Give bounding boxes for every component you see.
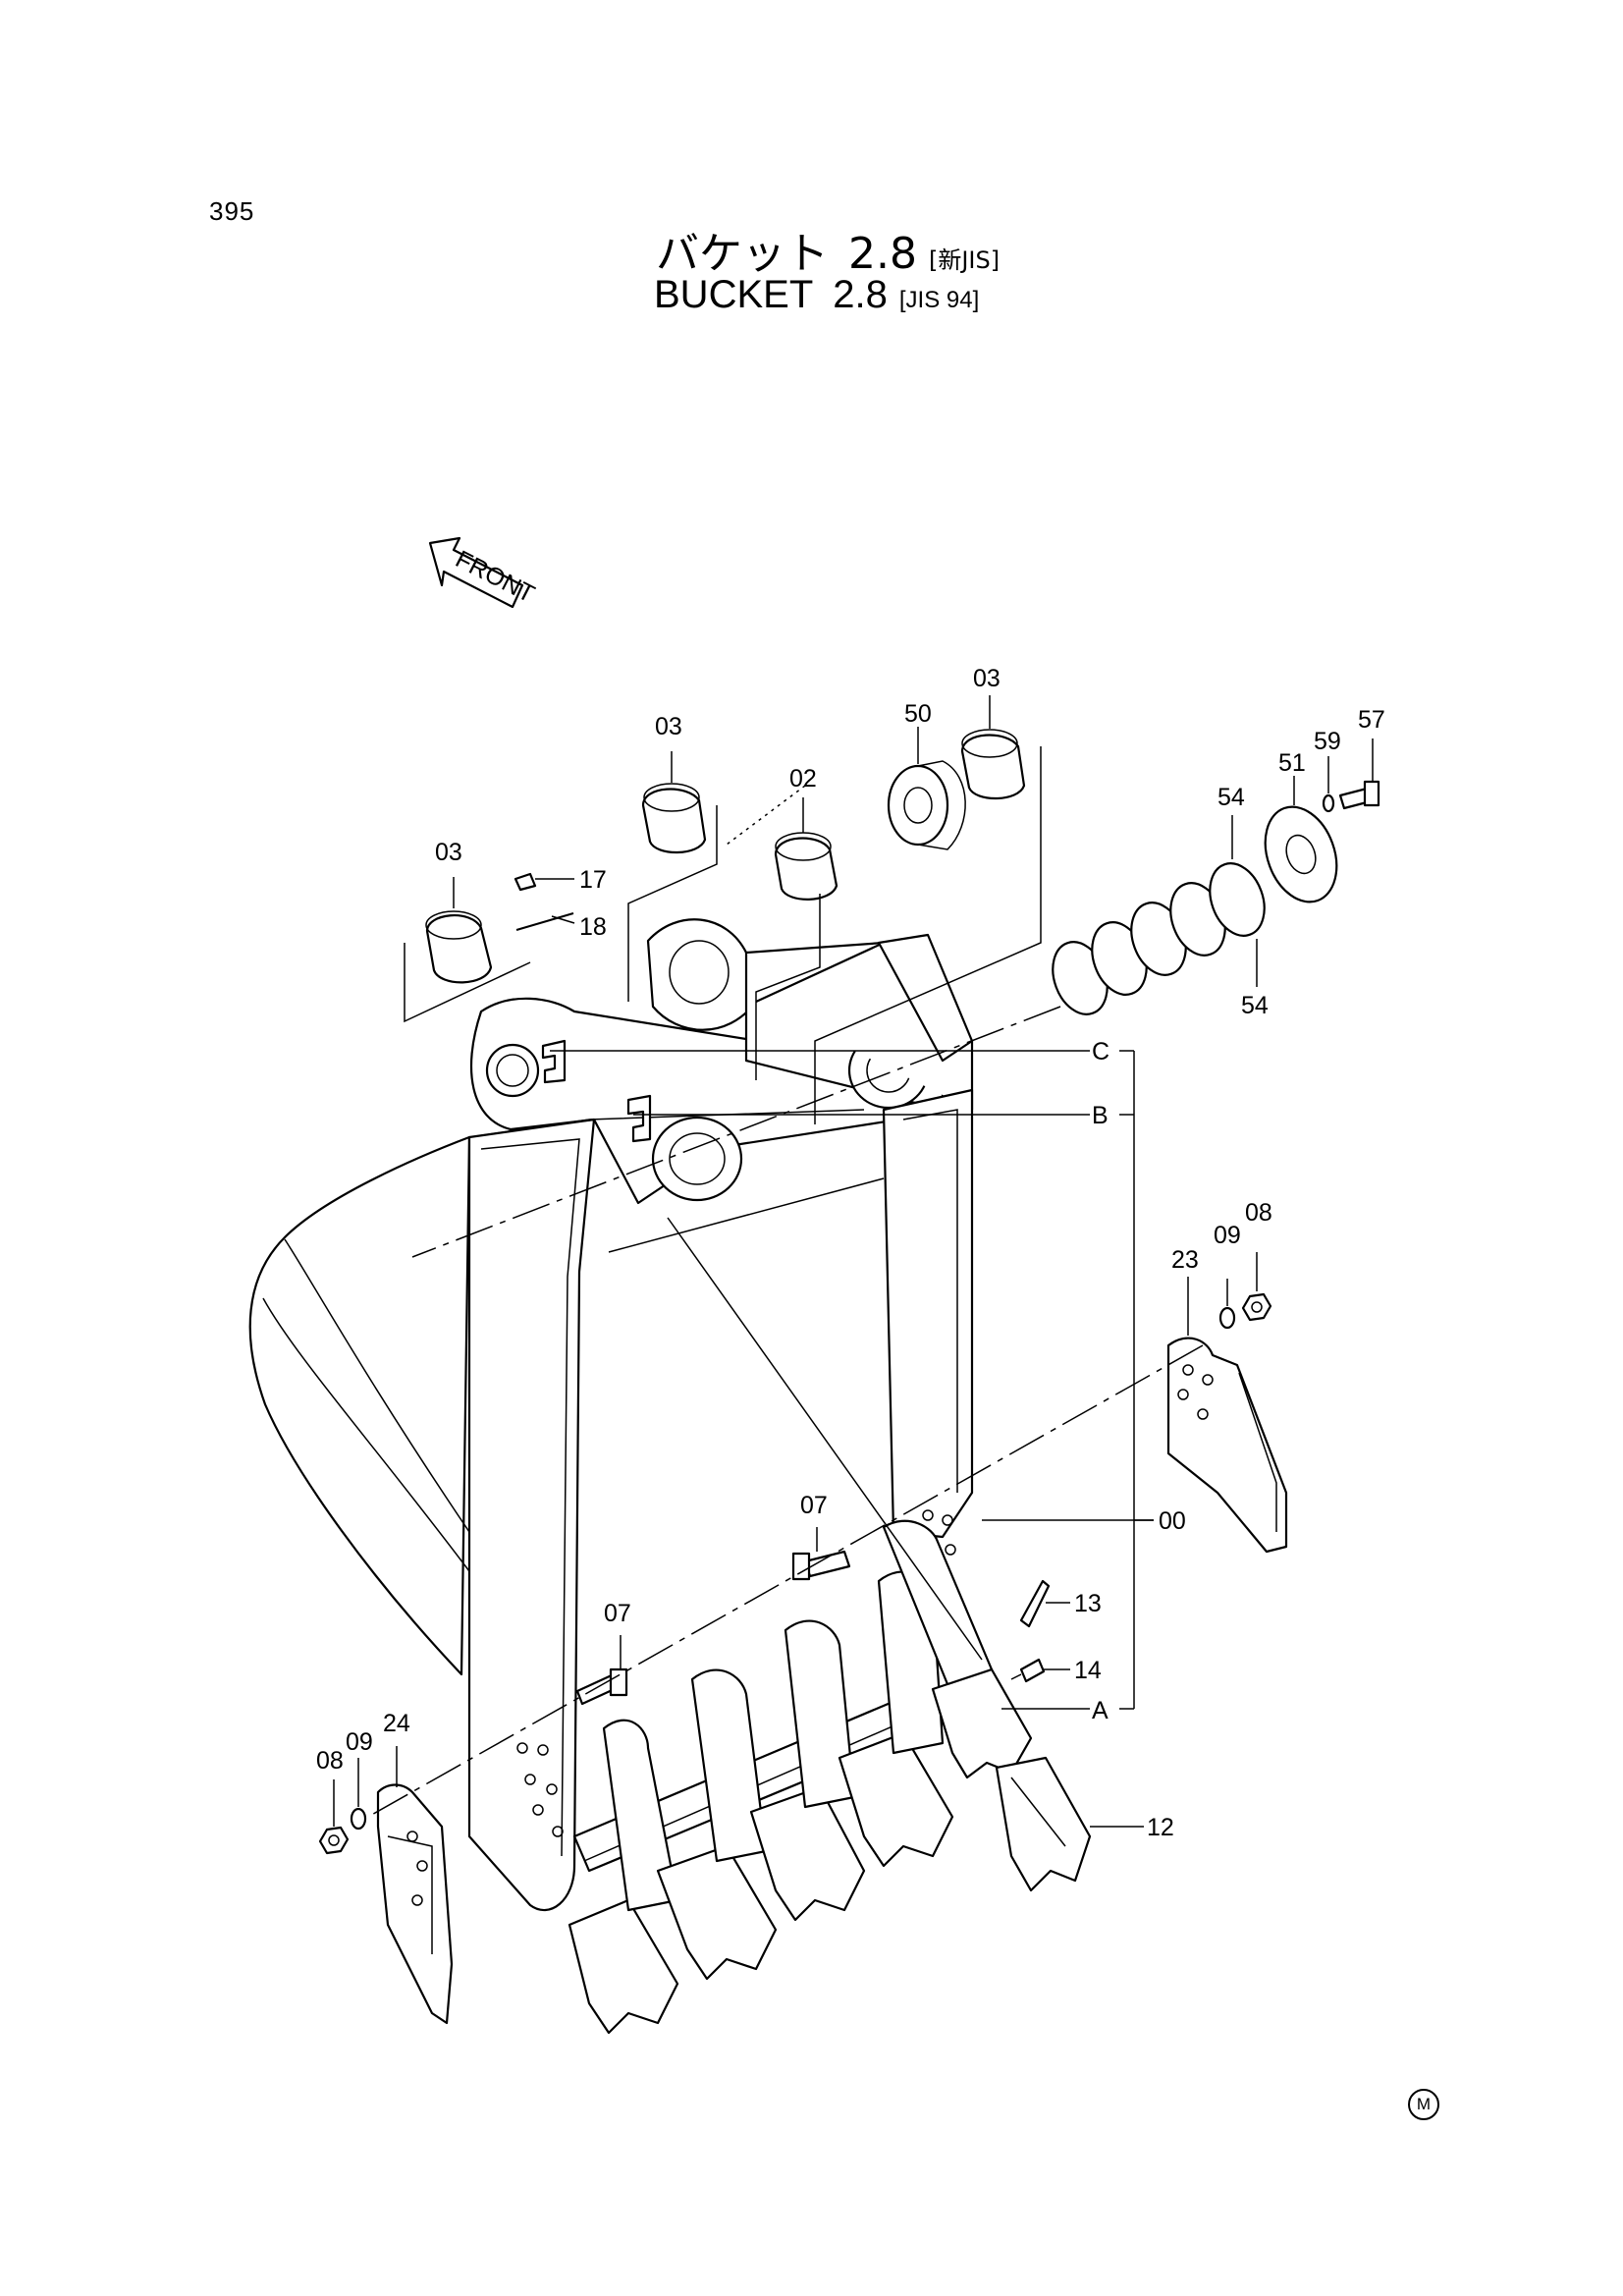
pin-17 (514, 872, 537, 892)
shims-54 (1052, 862, 1266, 1015)
callout-08-left: 08 (316, 1747, 344, 1775)
callout-23: 23 (1171, 1246, 1199, 1274)
title-jp-size: 2.8 (848, 229, 917, 279)
callout-07-left: 07 (604, 1600, 631, 1627)
callout-54-bottom: 54 (1241, 992, 1269, 1019)
title-en-size: 2.8 (833, 273, 888, 316)
callout-14: 14 (1074, 1657, 1102, 1684)
bucket-body (248, 918, 974, 1912)
manufacturer-mark: M (1408, 2089, 1439, 2120)
callout-24: 24 (383, 1710, 410, 1737)
side-cutter-left (376, 1783, 454, 2025)
callout-12: 12 (1147, 1814, 1174, 1841)
title-en-standard: [JIS 94] (898, 287, 980, 313)
tooth-pin-and-lock (1010, 1579, 1051, 1683)
title-japanese: バケット 2.8 [新JIS] (656, 218, 1000, 281)
callout-07-right: 07 (800, 1492, 828, 1519)
bucket-teeth (568, 1519, 1092, 2035)
callout-51: 51 (1278, 749, 1306, 777)
bushing-02 (774, 832, 839, 901)
leader-lines (333, 695, 1374, 1828)
callout-57: 57 (1358, 706, 1385, 734)
washer-59 (1322, 793, 1335, 813)
callout-59: 59 (1314, 728, 1341, 755)
bolt-07-right (791, 1550, 851, 1581)
title-en-name: BUCKET (654, 273, 814, 316)
plate-51 (1264, 805, 1338, 903)
bushing-03-mid (641, 783, 707, 854)
callout-02: 02 (789, 765, 817, 793)
callout-09-right: 09 (1214, 1222, 1241, 1249)
bolt-57 (1338, 780, 1380, 810)
page-number: 395 (209, 196, 255, 226)
callout-09-left: 09 (346, 1728, 373, 1756)
title-jp-name: バケット (656, 229, 829, 279)
callout-00: 00 (1159, 1507, 1186, 1535)
ref-a: A (1092, 1697, 1109, 1724)
callout-03-left: 03 (435, 839, 462, 866)
title-jp-standard: [新JIS] (928, 246, 1001, 274)
callout-54-top: 54 (1217, 784, 1245, 811)
callout-17: 17 (579, 866, 607, 894)
callout-13: 13 (1074, 1590, 1102, 1617)
callout-03-right: 03 (973, 665, 1001, 692)
title-english: BUCKET 2.8 [JIS 94] (654, 273, 979, 317)
ref-c: C (1092, 1038, 1109, 1066)
bushing-03-right (960, 729, 1026, 800)
callout-03-mid: 03 (655, 713, 682, 740)
nut-washer-right (1218, 1292, 1272, 1330)
callout-18: 18 (579, 913, 607, 941)
ref-b: B (1092, 1102, 1109, 1129)
pin-18 (515, 912, 574, 931)
callout-50: 50 (904, 700, 932, 728)
front-arrow-icon: FRONT (428, 536, 539, 608)
flange-50 (887, 760, 966, 850)
callout-08-right: 08 (1245, 1199, 1272, 1227)
side-cutter-right (1166, 1337, 1288, 1554)
nut-washer-left (318, 1807, 367, 1855)
bushing-03-left (425, 910, 493, 984)
